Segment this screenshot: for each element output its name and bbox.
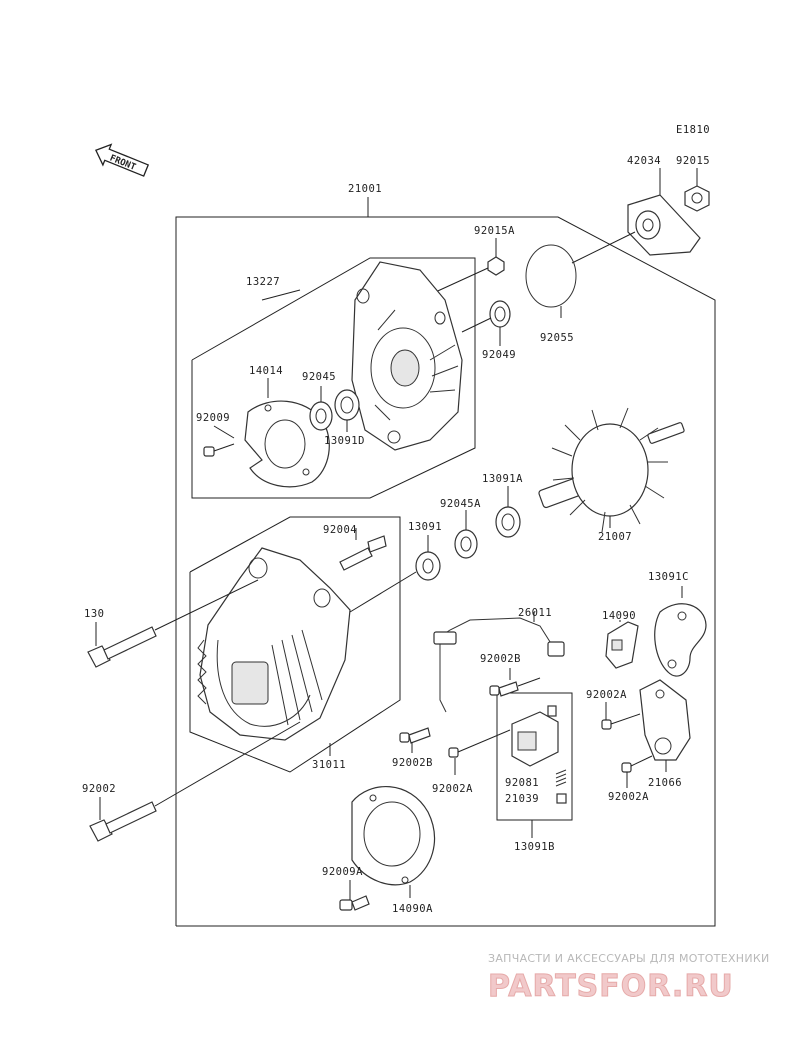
bearing-92045A-part <box>454 510 478 559</box>
label-92049: 92049 <box>482 349 516 361</box>
collar-13091-part <box>415 535 441 581</box>
rotor-part <box>538 407 685 533</box>
label-130: 130 <box>84 608 104 620</box>
assembly-outline <box>175 216 716 927</box>
rear-housing-outline <box>189 516 401 773</box>
label-21001: 21001 <box>348 183 382 195</box>
label-21007: 21007 <box>598 531 632 543</box>
label-13227: 13227 <box>246 276 280 288</box>
pulley-part <box>627 168 701 256</box>
bracket-14090-part <box>605 620 639 669</box>
front-cover-part <box>351 261 463 451</box>
diagram-code: E1810 <box>676 124 710 136</box>
rear-cover-screw-part <box>339 880 370 911</box>
small-nut-part <box>487 238 505 276</box>
spring-part <box>555 769 567 787</box>
label-92045: 92045 <box>302 371 336 383</box>
rectifier-part <box>639 679 691 772</box>
long-bolt-92002-part <box>89 721 301 842</box>
label-92002B: 92002B <box>392 757 433 769</box>
label-13091C: 13091C <box>648 571 689 583</box>
label-92002A-low: 92002A <box>608 791 649 803</box>
label-92045A: 92045A <box>440 498 481 510</box>
label-13091D: 13091D <box>324 435 365 447</box>
label-92015A: 92015A <box>474 225 515 237</box>
label-92009A: 92009A <box>322 866 363 878</box>
brush-part <box>556 793 567 804</box>
o-ring-part <box>525 244 577 318</box>
screw-92002A-mid-part <box>448 729 511 775</box>
wire-lead-part <box>433 612 565 713</box>
front-bearing-part <box>489 300 511 346</box>
label-14014: 14014 <box>249 365 283 377</box>
cover-plate-part <box>244 378 330 488</box>
label-92055: 92055 <box>540 332 574 344</box>
bearing-92045-part <box>309 386 333 431</box>
label-21039: 21039 <box>505 793 539 805</box>
label-92009: 92009 <box>196 412 230 424</box>
cover-screw-part <box>203 425 235 457</box>
label-14090: 14090 <box>602 610 636 622</box>
label-13091B: 13091B <box>514 841 555 853</box>
watermark-brand: PARTSFOR.RU <box>488 969 734 1004</box>
label-92002A-mid: 92002A <box>432 783 473 795</box>
long-bolt-130-part <box>87 579 259 668</box>
label-13091: 13091 <box>408 521 442 533</box>
label-21066: 21066 <box>648 777 682 789</box>
nut-part <box>684 168 710 212</box>
screw-92002B-top-part <box>489 668 541 697</box>
brush-holder-outline <box>496 692 573 821</box>
label-26011: 26011 <box>518 607 552 619</box>
screw-92002B-part <box>399 727 431 753</box>
label-92002A-right: 92002A <box>586 689 627 701</box>
screw-92002A-low-part <box>621 755 653 788</box>
rear-housing-part <box>197 547 351 756</box>
label-92004: 92004 <box>323 524 357 536</box>
screw-92002A-right-part <box>601 702 641 730</box>
label-13091A: 13091A <box>482 473 523 485</box>
stud-bolt-part <box>339 528 387 571</box>
label-42034: 42034 <box>627 155 661 167</box>
collar-13091D-part <box>334 389 360 432</box>
bracket-13091C-part <box>654 586 707 677</box>
label-92002: 92002 <box>82 783 116 795</box>
label-31011: 31011 <box>312 759 346 771</box>
front-cover-outline <box>191 257 476 499</box>
collar-13091A-part <box>495 486 521 538</box>
label-14090A: 14090A <box>392 903 433 915</box>
watermark-tagline: ЗАПЧАСТИ И АКСЕССУАРЫ ДЛЯ МОТОТЕХНИКИ <box>488 952 770 965</box>
label-92002B-top: 92002B <box>480 653 521 665</box>
label-92015: 92015 <box>676 155 710 167</box>
brush-holder-part <box>511 705 559 767</box>
rear-cover-part <box>351 785 436 898</box>
front-arrow-icon: FRONT <box>95 143 150 177</box>
label-92081: 92081 <box>505 777 539 789</box>
